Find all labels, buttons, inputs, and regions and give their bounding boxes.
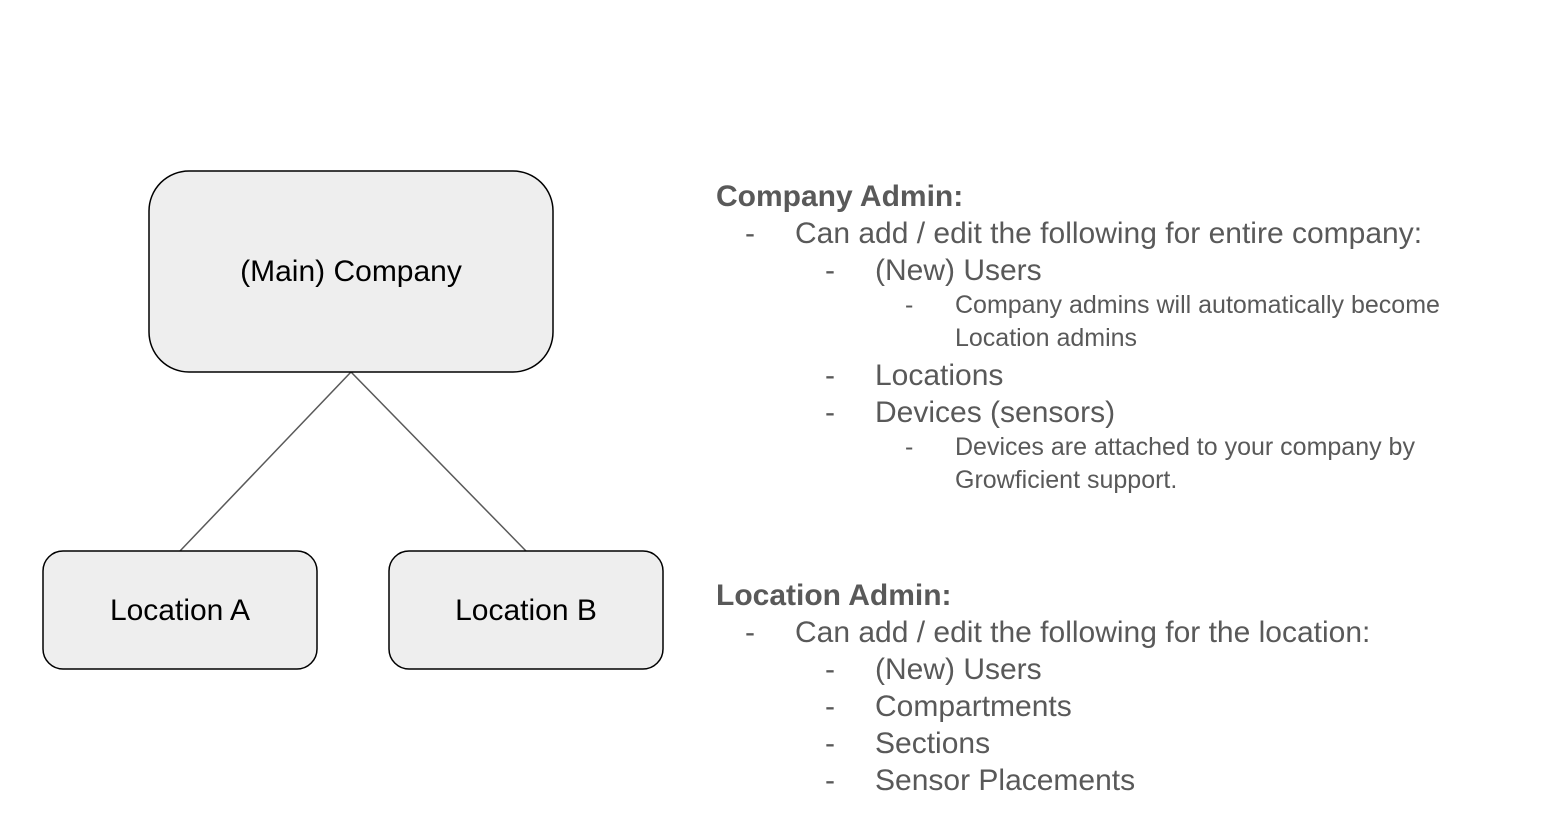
bullet-dash: -	[825, 396, 835, 429]
location-admin-item-users-label: (New) Users	[875, 653, 1042, 686]
bullet-dash: -	[745, 616, 755, 649]
company-admin-item-users-label: (New) Users	[875, 254, 1042, 287]
company-admin-item-devices-note-text: Devices are attached to your company by …	[955, 433, 1415, 494]
location-admin-section: Location Admin: - Can add / edit the fol…	[716, 577, 1370, 799]
node-main-company-label: (Main) Company	[240, 255, 462, 288]
bullet-dash: -	[825, 690, 835, 723]
location-admin-item-users: - (New) Users	[716, 651, 1370, 688]
bullet-dash: -	[825, 254, 835, 287]
company-admin-intro-text: Can add / edit the following for entire …	[795, 217, 1423, 250]
company-admin-item-users-note: - Company admins will automatically beco…	[716, 289, 1475, 355]
node-location-a-label: Location A	[110, 594, 250, 627]
company-admin-item-users: - (New) Users	[716, 252, 1475, 289]
company-admin-item-locations-label: Locations	[875, 359, 1004, 392]
company-admin-section: Company Admin: - Can add / edit the foll…	[716, 178, 1475, 497]
location-admin-item-compartments: - Compartments	[716, 688, 1370, 725]
location-admin-heading: Location Admin:	[716, 579, 952, 612]
company-admin-heading: Company Admin:	[716, 180, 964, 213]
bullet-dash: -	[825, 764, 835, 797]
company-admin-intro: - Can add / edit the following for entir…	[716, 215, 1475, 252]
bullet-dash: -	[825, 653, 835, 686]
location-admin-intro: - Can add / edit the following for the l…	[716, 614, 1370, 651]
bullet-dash: -	[825, 727, 835, 760]
company-admin-item-devices-note: - Devices are attached to your company b…	[716, 431, 1475, 497]
connector-company-to-location-a	[179, 371, 352, 552]
company-admin-item-users-note-text: Company admins will automatically become…	[955, 291, 1440, 352]
bullet-dash: -	[825, 359, 835, 392]
location-admin-item-sensor-placements: - Sensor Placements	[716, 762, 1370, 799]
bullet-dash: -	[905, 433, 914, 461]
company-admin-item-devices: - Devices (sensors)	[716, 394, 1475, 431]
location-admin-intro-text: Can add / edit the following for the loc…	[795, 616, 1371, 649]
location-admin-item-sections: - Sections	[716, 725, 1370, 762]
bullet-dash: -	[745, 217, 755, 250]
node-location-b: Location B	[388, 550, 664, 670]
location-admin-item-sections-label: Sections	[875, 727, 991, 760]
connector-company-to-location-b	[350, 371, 527, 552]
location-admin-item-compartments-label: Compartments	[875, 690, 1072, 723]
node-location-b-label: Location B	[455, 594, 597, 627]
company-admin-item-devices-label: Devices (sensors)	[875, 396, 1116, 429]
location-admin-item-sensor-placements-label: Sensor Placements	[875, 764, 1136, 797]
bullet-dash: -	[905, 291, 914, 319]
node-main-company: (Main) Company	[148, 170, 554, 373]
node-location-a: Location A	[42, 550, 318, 670]
company-admin-item-locations: - Locations	[716, 357, 1475, 394]
